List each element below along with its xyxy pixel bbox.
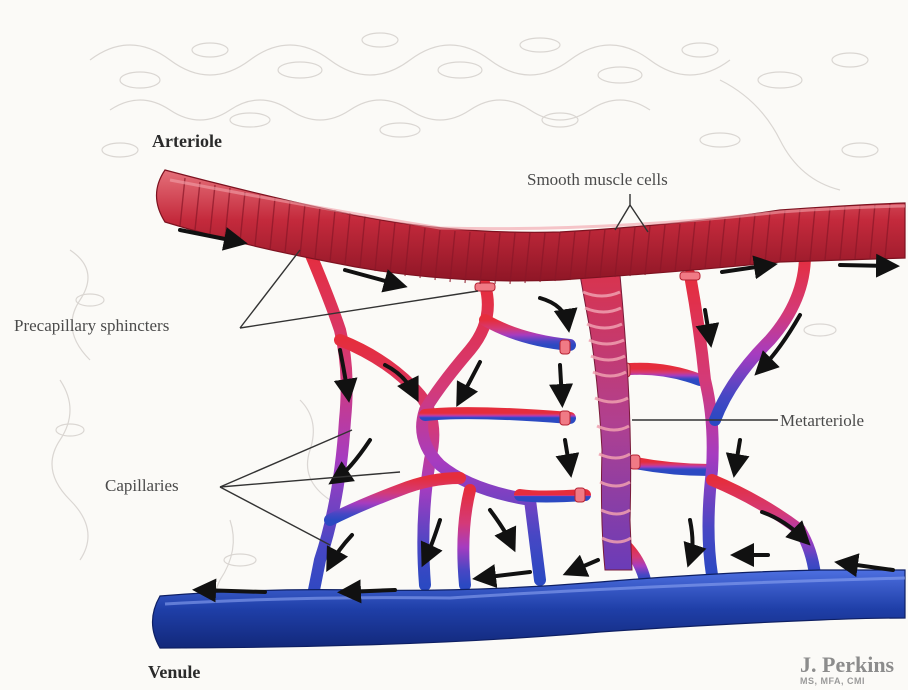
flow-arrow (690, 520, 693, 560)
leader-capillaries-1 (220, 430, 352, 487)
capillary-center-left (422, 285, 540, 580)
flow-arrow (565, 440, 570, 470)
capillary-right-outer (715, 255, 805, 420)
flow-arrow (460, 362, 480, 400)
capillaries-label: Capillaries (105, 476, 179, 496)
flow-arrow (200, 590, 265, 592)
artist-credentials: MS, MFA, CMI (800, 676, 865, 686)
venule-label: Venule (148, 662, 200, 683)
flow-arrow (490, 510, 512, 545)
leader-capillaries-3 (220, 487, 330, 545)
precapillary-sphincters-label: Precapillary sphincters (14, 316, 169, 336)
flow-arrow (735, 440, 740, 470)
flow-arrow (345, 590, 395, 592)
arteriole-label: Arteriole (152, 131, 222, 152)
capillary-center-drop (463, 490, 470, 585)
flow-arrow (842, 563, 893, 570)
capillary-right-bridge-lower (630, 462, 710, 470)
venule-vessel (153, 570, 906, 648)
metarteriole-label: Metarteriole (780, 411, 864, 431)
leader-capillaries-2 (220, 472, 400, 487)
capillary-mid-bridge (425, 413, 570, 418)
capillary-upper-bridge (485, 320, 570, 345)
flow-arrow (330, 535, 352, 565)
capillary-right-lower (712, 480, 815, 575)
flow-arrow (570, 560, 598, 572)
flow-arrow (840, 265, 892, 266)
capillary-right-bridge-upper (620, 369, 700, 380)
leader-precap-2 (240, 291, 478, 328)
flow-arrow (480, 572, 530, 578)
artist-signature: J. Perkins (800, 652, 894, 678)
flow-arrow (540, 298, 568, 325)
flow-arrow (560, 365, 562, 400)
metarteriole-vessel (580, 275, 632, 570)
capillary-lower-left-bridge (330, 478, 460, 520)
smooth-muscle-label: Smooth muscle cells (527, 170, 668, 190)
leader-precap-1 (240, 250, 300, 328)
